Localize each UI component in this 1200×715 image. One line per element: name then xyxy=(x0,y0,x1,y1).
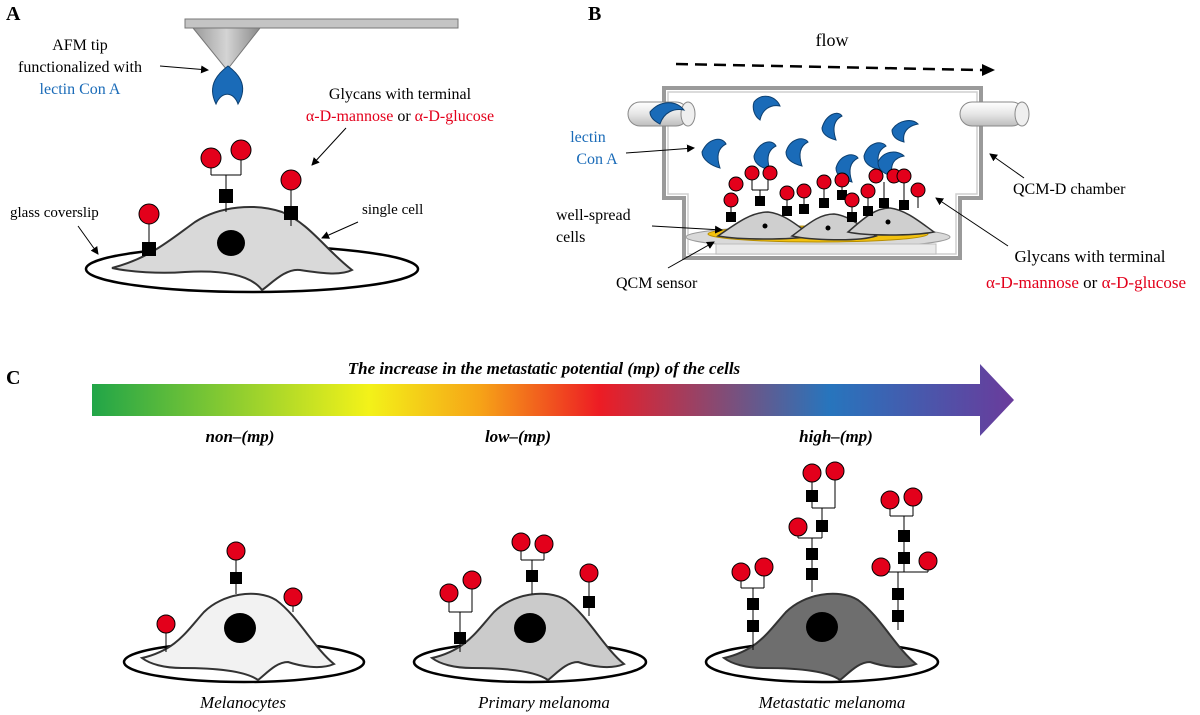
glycan-a-right xyxy=(280,169,302,226)
nucleus-a xyxy=(217,230,245,256)
glycan-a-left xyxy=(138,203,160,256)
mp-level-low: low–(mp) xyxy=(485,427,551,446)
glycans-b-line2: α-D-mannose or α-D-glucose xyxy=(986,273,1186,292)
panel-c: C The increase in the metastatic potenti… xyxy=(6,359,1014,712)
lectin-molecules xyxy=(649,95,920,183)
mp-level-non: non–(mp) xyxy=(206,427,275,446)
qcm-sensor-label: QCM sensor xyxy=(616,275,698,292)
glycans-b-pointer xyxy=(935,197,1009,247)
panel-a: A AFM tip functionalized with lectin Con… xyxy=(6,3,494,294)
flow-label: flow xyxy=(816,30,849,50)
well-spread-nuclei xyxy=(762,219,891,231)
cell-label-metastatic: Metastatic melanoma xyxy=(758,693,906,712)
glycans-a-line2: α-D-mannose or α-D-glucose xyxy=(306,108,494,125)
mp-gradient-title: The increase in the metastatic potential… xyxy=(348,359,741,378)
panel-b: B flow xyxy=(556,3,1186,292)
glycans-melanocytes xyxy=(156,541,303,652)
single-cell-pointer xyxy=(321,221,359,239)
lectin-b-pointer xyxy=(625,144,695,154)
glycans-b-glucose: α-D-glucose xyxy=(1102,273,1186,292)
glycans-a-line1: Glycans with terminal xyxy=(329,86,472,103)
mp-gradient-arrow xyxy=(92,364,1014,436)
panel-c-label: C xyxy=(6,367,20,389)
well-spread-pointer xyxy=(651,225,723,234)
lectin-b-line1: lectin xyxy=(570,129,606,146)
afm-tip-label-2: functionalized with xyxy=(18,59,142,76)
glycans-b-or: or xyxy=(1079,273,1102,292)
qcmd-chamber-pointer xyxy=(989,153,1025,179)
afm-tip-label-3: lectin Con A xyxy=(40,81,121,98)
afm-cantilever xyxy=(184,18,459,29)
afm-tip-pointer xyxy=(159,65,209,74)
glycan-a-center xyxy=(200,139,252,212)
well-spread-line1: well-spread xyxy=(556,207,631,224)
chamber-glycans xyxy=(723,165,926,222)
panel-b-label: B xyxy=(588,3,601,25)
well-spread-line2: cells xyxy=(556,229,585,246)
well-spread-cells xyxy=(716,207,936,241)
afm-tip xyxy=(191,27,262,71)
cell-label-melanocytes: Melanocytes xyxy=(199,693,286,712)
flow-arrow-head xyxy=(982,64,995,76)
glycans-b-line1: Glycans with terminal xyxy=(1014,247,1165,266)
lectin-on-tip xyxy=(212,65,244,106)
panel-a-label: A xyxy=(6,3,21,25)
glycans-metastatic xyxy=(731,461,938,650)
glycans-a-or: or xyxy=(393,108,414,125)
qcm-sensor-pointer xyxy=(667,241,715,269)
qcm-sensor-base xyxy=(715,243,937,255)
glycans-a-mannose: α-D-mannose xyxy=(306,108,393,125)
cell-primary-melanoma: Primary melanoma xyxy=(412,532,648,712)
glycans-a-glucose: α-D-glucose xyxy=(415,108,494,125)
glycans-a-pointer xyxy=(311,127,347,166)
glycans-b-mannose: α-D-mannose xyxy=(986,273,1079,292)
cell-melanocytes: Melanocytes xyxy=(122,541,366,712)
outlet-tube xyxy=(959,101,1030,127)
mp-level-high: high–(mp) xyxy=(799,427,873,446)
cell-label-primary: Primary melanoma xyxy=(477,693,610,712)
qcmd-chamber-label: QCM-D chamber xyxy=(1013,181,1126,198)
glass-coverslip-label: glass coverslip xyxy=(10,205,99,221)
glycans-primary xyxy=(439,532,599,652)
single-cell-label: single cell xyxy=(362,202,423,218)
flow-arrow xyxy=(675,62,983,72)
lectin-b-line2: Con A xyxy=(576,151,618,168)
cell-metastatic-melanoma: Metastatic melanoma xyxy=(704,461,940,712)
glass-coverslip-pointer xyxy=(77,225,99,255)
afm-tip-label-1: AFM tip xyxy=(52,37,108,54)
